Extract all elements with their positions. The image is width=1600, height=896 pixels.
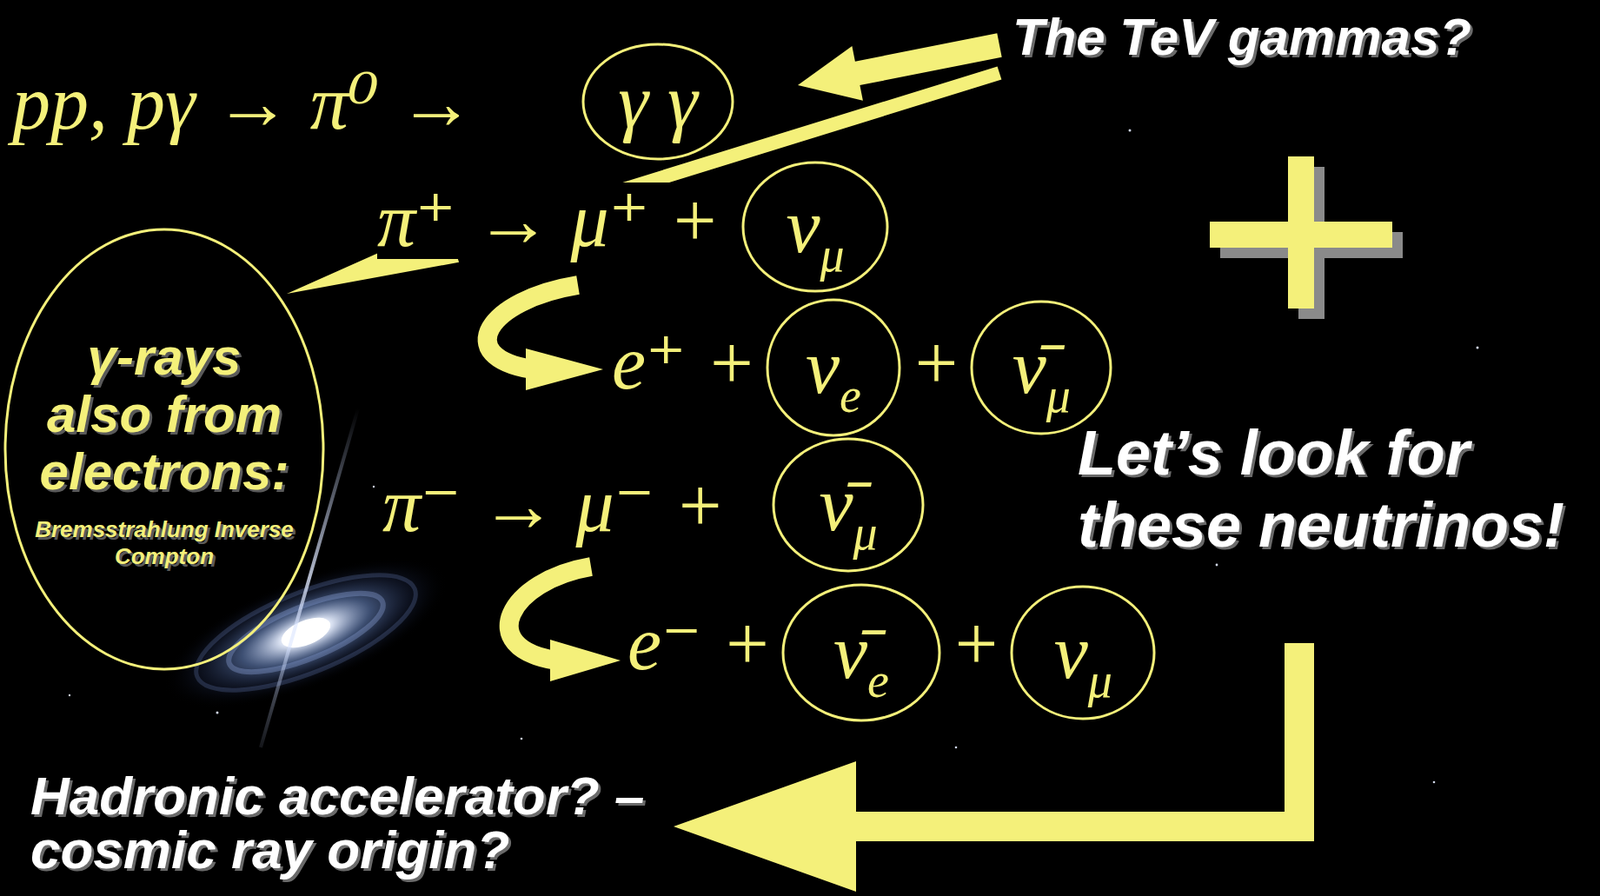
callout-heading: γ-rays also from electrons: (33, 328, 295, 501)
label-slot: + (909, 325, 962, 402)
galaxy-core (277, 611, 335, 654)
hook-arrow (509, 566, 591, 661)
outline-shape (783, 584, 940, 721)
outline-shape (767, 299, 900, 436)
spiral-arm (182, 551, 431, 714)
conclusion-note: Hadronic accelerator? – cosmic ray origi… (30, 769, 691, 877)
reaction-term: π⁻ → μ⁻ + (382, 467, 726, 545)
neutrino-circle: γ γ (581, 42, 735, 161)
star (1433, 781, 1436, 784)
particle-symbol: ν̄μ (818, 466, 877, 544)
particle-symbol: νμ (1054, 614, 1113, 691)
particle-name: ν̄ (833, 610, 868, 695)
neutrino-circle: νe (765, 298, 902, 438)
call-to-action: Let’s look for these neutrinos! (1077, 417, 1591, 562)
star (216, 711, 220, 715)
flavour-subscript: μ (1088, 653, 1113, 708)
label-slot: + (949, 605, 1002, 683)
label-slot: π⁺ → μ⁺ + (377, 182, 721, 259)
reaction-term: e⁺ + (611, 325, 757, 402)
star (1476, 346, 1480, 350)
plus-symbol (1209, 156, 1403, 319)
plus-bar (1287, 156, 1315, 309)
reaction-term: + (949, 605, 1002, 683)
label-slot: Hadronic accelerator? – cosmic ray origi… (30, 769, 691, 877)
star (955, 746, 958, 750)
reaction-term: pp, pγ → π⁰ → (12, 65, 475, 142)
particle-symbol: ν̄μ (1012, 329, 1071, 406)
star (372, 485, 375, 488)
particle-symbol: νe (805, 329, 862, 406)
outline-shape (583, 44, 733, 160)
hook-arrow-head (525, 348, 604, 391)
label-slot: e⁻ + (627, 605, 773, 683)
neutrino-circle: ν̄μ (969, 299, 1113, 436)
star (1128, 129, 1132, 133)
star (1215, 564, 1219, 567)
reaction-term: π⁺ → μ⁺ + (377, 182, 721, 259)
outline-shape (5, 229, 324, 670)
flavour-subscript: μ (819, 227, 844, 282)
flavour-subscript: μ (1046, 368, 1071, 423)
flavour-subscript: e (839, 368, 862, 423)
neutrino-circle: νμ (1009, 584, 1156, 721)
reaction-term: + (909, 325, 962, 402)
label-slot: The TeV gammas? (1012, 6, 1472, 67)
reaction-term: e⁻ + (627, 605, 773, 683)
particle-name: ν (805, 325, 840, 410)
particle-name: γ γ (617, 59, 698, 144)
particle-symbol: γ γ (617, 63, 698, 140)
callout-body: Bremsstrahlung Inverse Compton (33, 516, 295, 571)
star (520, 737, 524, 741)
star (68, 694, 71, 697)
neutrino-circle: νμ (741, 160, 890, 293)
flavour-subscript: μ (852, 505, 877, 560)
label-slot: Let’s look for these neutrinos! (1077, 417, 1591, 562)
flavour-subscript: e (867, 653, 890, 708)
particle-name: ν (1054, 610, 1089, 695)
particle-name: ν (785, 184, 820, 269)
outline-shape (1011, 586, 1155, 719)
hook-arrow-head (550, 639, 621, 682)
particle-symbol: νμ (785, 188, 844, 266)
particle-name: ν̄ (818, 462, 853, 547)
ellipse-callout: γ-rays also from electrons: Bremsstrahlun… (3, 227, 326, 671)
outline-shape (773, 438, 923, 571)
particle-name: ν̄ (1012, 325, 1047, 410)
label-slot: e⁺ + (611, 325, 757, 402)
pointer-arrow (797, 33, 1003, 101)
label-slot: pp, pγ → π⁰ → (12, 65, 475, 142)
particle-symbol: ν̄e (833, 614, 890, 691)
outline-shape (743, 162, 888, 292)
label-slot: π⁻ → μ⁻ + (382, 467, 726, 545)
neutrino-circle: ν̄μ (771, 437, 925, 573)
outline-shape (971, 301, 1111, 434)
callout-text: γ-rays also from electrons: Bremsstrahlun… (33, 328, 295, 571)
neutrino-circle: ν̄e (781, 583, 942, 723)
question-heading: The TeV gammas? (1012, 6, 1472, 67)
